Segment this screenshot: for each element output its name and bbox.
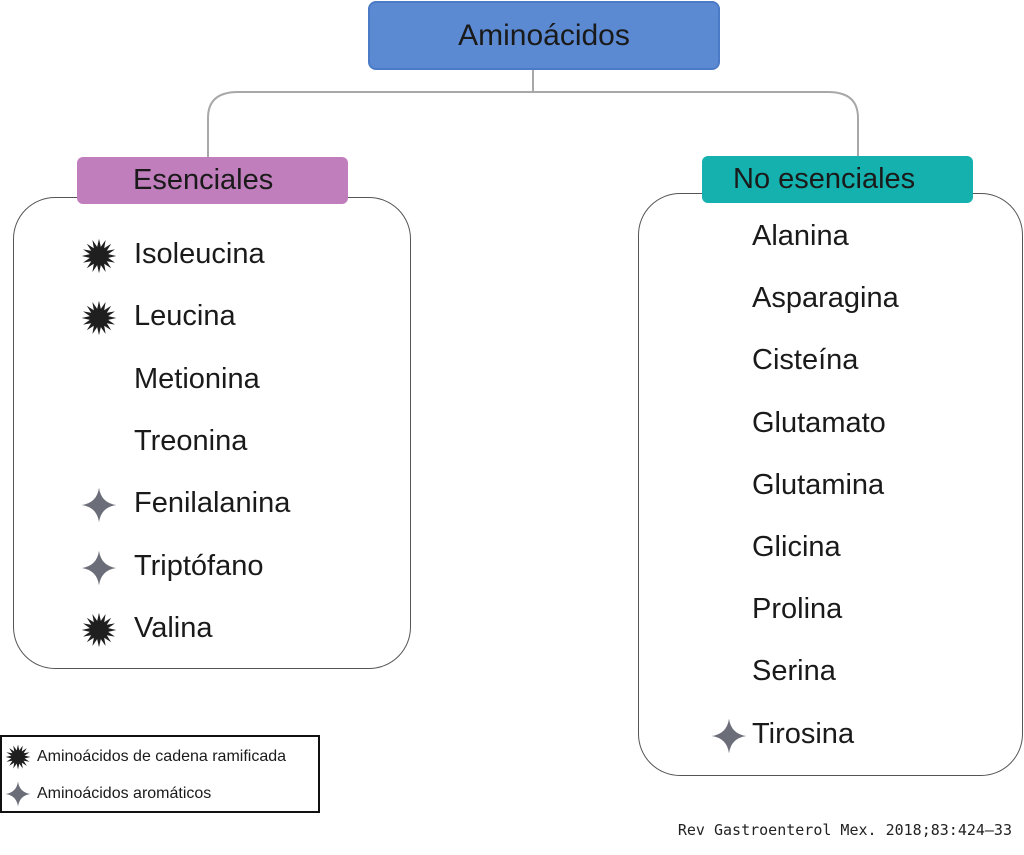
- essential-header-label: Esenciales: [133, 164, 274, 196]
- four-point-star-icon: [81, 550, 117, 586]
- nonessential-item-label: Prolina: [752, 592, 843, 625]
- essential-item-label: Metionina: [134, 362, 260, 395]
- essential-item: Leucina: [134, 298, 236, 334]
- nonessential-item: Tirosina: [752, 716, 854, 752]
- citation: Rev Gastroenterol Mex. 2018;83:424–33: [677, 821, 1012, 839]
- nonessential-item-label: Serina: [752, 654, 836, 687]
- nonessential-item: Glicina: [752, 529, 841, 565]
- four-point-star-icon: [5, 781, 31, 807]
- nonessential-header-label: No esenciales: [733, 163, 916, 195]
- nonessential-item-label: Asparagina: [752, 281, 899, 314]
- legend-aromatic-label: Aminoácidos aromáticos: [37, 785, 212, 802]
- legend: Aminoácidos de cadena ramificada Aminoác…: [0, 735, 320, 813]
- essential-item: Treonina: [134, 423, 247, 459]
- nonessential-item-label: Glutamina: [752, 468, 885, 501]
- essential-header: Esenciales: [77, 157, 348, 204]
- root-label: Aminoácidos: [458, 18, 630, 52]
- essential-item: Triptófano: [134, 548, 264, 584]
- starburst-icon: [81, 300, 117, 336]
- nonessential-item-label: Glutamato: [752, 406, 886, 439]
- nonessential-item: Glutamina: [752, 467, 884, 503]
- nonessential-item: Glutamato: [752, 405, 886, 441]
- legend-row-branched: Aminoácidos de cadena ramificada: [2, 744, 286, 770]
- nonessential-header: No esenciales: [702, 156, 973, 203]
- nonessential-item-label: Tirosina: [752, 717, 855, 750]
- nonessential-item: Alanina: [752, 218, 849, 254]
- starburst-icon: [5, 744, 31, 770]
- root-node: Aminoácidos: [368, 1, 720, 70]
- nonessential-panel: [638, 193, 1023, 776]
- nonessential-item-label: Alanina: [752, 219, 849, 252]
- four-point-star-icon: [711, 718, 747, 754]
- starburst-icon: [81, 612, 117, 648]
- nonessential-item: Serina: [752, 653, 836, 689]
- essential-item: Metionina: [134, 361, 260, 397]
- nonessential-item: Cisteína: [752, 342, 858, 378]
- essential-item-label: Leucina: [134, 299, 236, 332]
- essential-item-label: Isoleucina: [134, 237, 265, 270]
- legend-row-aromatic: Aminoácidos aromáticos: [2, 781, 211, 807]
- four-point-star-icon: [81, 487, 117, 523]
- nonessential-item-label: Cisteína: [752, 343, 859, 376]
- nonessential-item: Asparagina: [752, 280, 899, 316]
- essential-item-label: Valina: [134, 611, 213, 644]
- legend-branched-label: Aminoácidos de cadena ramificada: [37, 748, 287, 765]
- nonessential-item-label: Glicina: [752, 530, 841, 563]
- essential-item-label: Treonina: [134, 424, 248, 457]
- essential-item: Isoleucina: [134, 236, 265, 272]
- essential-item: Valina: [134, 610, 212, 646]
- essential-item-label: Triptófano: [134, 549, 264, 582]
- essential-item-label: Fenilalanina: [134, 486, 291, 519]
- essential-item: Fenilalanina: [134, 485, 290, 521]
- starburst-icon: [81, 238, 117, 274]
- nonessential-item: Prolina: [752, 591, 842, 627]
